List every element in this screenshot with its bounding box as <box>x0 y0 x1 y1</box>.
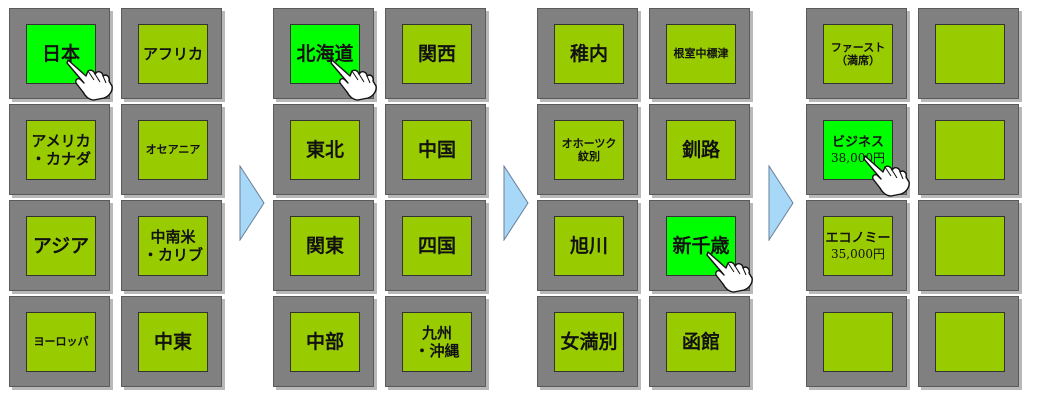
button-cell: 関東 <box>273 200 374 291</box>
button-cell: ファースト （満席） <box>806 8 907 99</box>
option-button[interactable]: 中東 <box>138 312 208 372</box>
seat-price-label: 35,000円 <box>831 246 885 261</box>
button-cell: ヨーロッパ <box>9 296 110 387</box>
selected-option-button[interactable]: 北海道 <box>290 24 360 84</box>
chevron-right-icon <box>768 165 794 241</box>
option-button[interactable]: アメリカ ・カナダ <box>26 120 96 180</box>
seat-class-label: エコノミー <box>825 231 891 246</box>
button-cell <box>918 200 1019 291</box>
button-cell: オセアニア <box>121 104 222 195</box>
chevron-right-icon <box>239 165 265 241</box>
screen-airport: 稚内根室中標津オホーツク 紋別釧路旭川新千歳女満別函館 <box>537 8 753 400</box>
option-button[interactable]: 根室中標津 <box>666 24 736 84</box>
empty-option-button[interactable] <box>935 24 1005 84</box>
option-button[interactable]: アジア <box>26 216 96 276</box>
button-cell: アジア <box>9 200 110 291</box>
button-cell: 中南米 ・カリブ <box>121 200 222 291</box>
button-cell: 中東 <box>121 296 222 387</box>
empty-option-button[interactable] <box>823 312 893 372</box>
option-button[interactable]: ファースト （満席） <box>823 24 893 84</box>
empty-option-button[interactable] <box>935 120 1005 180</box>
option-button[interactable]: 四国 <box>402 216 472 276</box>
button-cell <box>918 8 1019 99</box>
seat-class-label: ビジネス <box>831 135 884 150</box>
button-cell <box>918 104 1019 195</box>
button-cell <box>806 296 907 387</box>
option-button[interactable]: 中国 <box>402 120 472 180</box>
option-button[interactable]: 女満別 <box>554 312 624 372</box>
selected-option-button[interactable]: 新千歳 <box>666 216 736 276</box>
option-button[interactable]: 関東 <box>290 216 360 276</box>
option-button[interactable]: オホーツク 紋別 <box>554 120 624 180</box>
button-cell: 四国 <box>385 200 486 291</box>
screen-area: 北海道関西東北中国関東四国中部九州 ・沖縄 <box>273 8 489 400</box>
selected-option-button[interactable]: 日本 <box>26 24 96 84</box>
button-cell: 日本 <box>9 8 113 101</box>
button-cell: 函館 <box>649 296 750 387</box>
button-cell <box>918 296 1019 387</box>
seat-price-label: 38,000円 <box>831 150 885 165</box>
option-button[interactable]: 函館 <box>666 312 736 372</box>
button-cell: オホーツク 紋別 <box>537 104 638 195</box>
button-cell: 中部 <box>273 296 374 387</box>
option-button[interactable]: 旭川 <box>554 216 624 276</box>
screen-region: 日本アフリカアメリカ ・カナダオセアニアアジア中南米 ・カリブヨーロッパ中東 <box>9 8 225 400</box>
button-cell: アメリカ ・カナダ <box>9 104 110 195</box>
button-cell: 根室中標津 <box>649 8 750 99</box>
button-cell: 中国 <box>385 104 486 195</box>
button-cell: 旭川 <box>537 200 638 291</box>
button-cell: 北海道 <box>273 8 377 101</box>
option-button[interactable]: 中南米 ・カリブ <box>138 216 208 276</box>
button-cell: 釧路 <box>649 104 750 195</box>
empty-option-button[interactable] <box>935 216 1005 276</box>
button-cell: 新千歳 <box>649 200 753 293</box>
empty-option-button[interactable] <box>935 312 1005 372</box>
chevron-right-icon <box>503 165 529 241</box>
option-button[interactable]: 稚内 <box>554 24 624 84</box>
button-cell: 九州 ・沖縄 <box>385 296 486 387</box>
option-button[interactable]: アフリカ <box>138 24 208 84</box>
option-button[interactable]: 九州 ・沖縄 <box>402 312 472 372</box>
button-cell: 東北 <box>273 104 374 195</box>
option-button[interactable]: 東北 <box>290 120 360 180</box>
option-button[interactable]: 中部 <box>290 312 360 372</box>
option-button[interactable]: ヨーロッパ <box>26 312 96 372</box>
option-button[interactable]: 関西 <box>402 24 472 84</box>
button-cell: 稚内 <box>537 8 638 99</box>
button-cell: アフリカ <box>121 8 222 99</box>
button-cell: 関西 <box>385 8 486 99</box>
option-button[interactable]: オセアニア <box>138 120 208 180</box>
button-cell: 女満別 <box>537 296 638 387</box>
option-button[interactable]: 釧路 <box>666 120 736 180</box>
